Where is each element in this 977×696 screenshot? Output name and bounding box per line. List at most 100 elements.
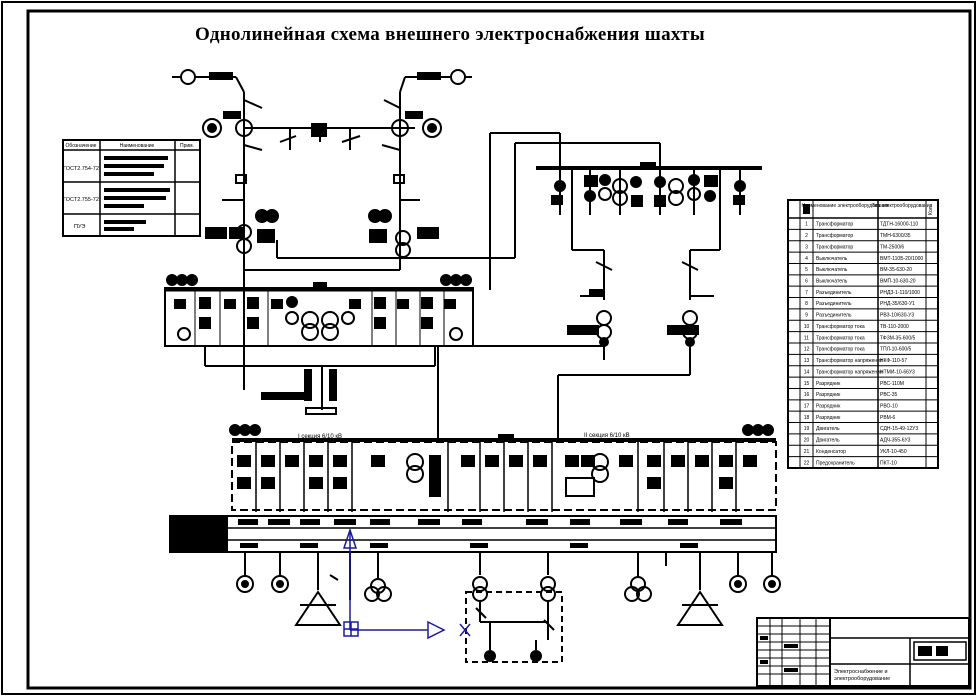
legend-header-code: Обозначение — [66, 143, 97, 149]
equipment-row-number: 15 — [804, 381, 810, 387]
equipment-row-type: ТПЛ-10-600/5 — [880, 347, 912, 353]
equipment-row-type: СДН-15-49-12У3 — [880, 426, 918, 432]
equipment-row-name: Выключатель — [816, 256, 848, 262]
equipment-row-type: ТМН-6300/35 — [880, 233, 911, 239]
bus-35kv — [536, 162, 762, 251]
equipment-row-name: Разрядник — [816, 392, 841, 398]
equipment-row-name: Выключатель — [816, 279, 848, 285]
equipment-row-type: АДЧ-355-6У3 — [880, 438, 911, 444]
cell-parameter-strip — [169, 515, 777, 553]
equipment-row-number: 3 — [805, 244, 808, 250]
equipment-row-number: 13 — [804, 358, 810, 364]
title-block: Электроснабжение и электрооборудование — [756, 617, 970, 687]
tie-110kv — [279, 123, 361, 150]
equipment-row-number: 20 — [804, 438, 810, 444]
equipment-row-name: Трансформатор напряжения — [816, 358, 883, 364]
equipment-row-name: Конденсатор — [816, 449, 846, 455]
right-110kv-branch — [243, 69, 472, 271]
equipment-row-number: 21 — [804, 449, 810, 455]
equipment-row-type: УКЛ-10-450 — [880, 449, 907, 455]
transformers-35kv — [437, 250, 714, 440]
equipment-row-name: Трансформатор — [816, 233, 853, 239]
equipment-row-name: Разрядник — [816, 404, 841, 410]
equipment-row-name: Предохранитель — [816, 460, 855, 466]
equipment-header-type: Тип электрооборудования — [872, 203, 933, 209]
aux-transformer — [261, 369, 337, 415]
equipment-row-number: 7 — [805, 290, 808, 296]
equipment-row-name: Двигатель — [816, 426, 840, 432]
equipment-row-number: 9 — [805, 313, 808, 319]
equipment-row-type: НТМИ-10-66У3 — [880, 369, 915, 375]
equipment-row-type: ТФЗМ-35-600/5 — [880, 335, 915, 341]
legend-code-3: ПУЭ — [74, 224, 85, 230]
equipment-table: Наименование электрооборудования Тип эле… — [787, 199, 939, 469]
drawing-frame — [26, 9, 972, 690]
equipment-row-name: Двигатель — [816, 438, 840, 444]
equipment-row-type: РНД-35/630-У1 — [880, 301, 915, 307]
equipment-row-name: Трансформатор тока — [816, 335, 865, 341]
equipment-row-name: Выключатель — [816, 267, 848, 273]
equipment-row-type: РВО-10 — [880, 404, 898, 410]
equipment-row-name: Разрядник — [816, 415, 841, 421]
equipment-row-type: ТМ-2500/6 — [880, 244, 904, 250]
equipment-row-type: РВЗ-10/630-У3 — [880, 313, 914, 319]
equipment-row-type: ПКТ-10 — [880, 460, 897, 466]
equipment-row-name: Трансформатор — [816, 222, 853, 228]
cad-ucs-icon — [342, 527, 471, 640]
equipment-row-number: 16 — [804, 392, 810, 398]
equipment-row-number: 14 — [804, 369, 810, 375]
equipment-row-number: 4 — [805, 256, 808, 262]
equipment-header-qty: Кол. — [928, 205, 934, 215]
equipment-row-name: Трансформатор — [816, 244, 853, 250]
legend-table: Обозначение Наименование Прим. ГОСТ2.754… — [62, 139, 201, 237]
equipment-row-type: РНДЗ-1-110/1000 — [880, 290, 920, 296]
equipment-row-name: Разрядник — [816, 381, 841, 387]
equipment-row-number: 10 — [804, 324, 810, 330]
equipment-row-number: 22 — [804, 460, 810, 466]
bus-section1-label: I секция 6/10 кВ — [298, 434, 342, 440]
equipment-row-name: Разъединитель — [816, 313, 852, 319]
legend-code-1: ГОСТ2.754-72 — [63, 166, 99, 172]
equipment-row-name: Разъединитель — [816, 290, 852, 296]
equipment-row-number: 8 — [805, 301, 808, 307]
equipment-row-number: 18 — [804, 415, 810, 421]
equipment-row-number: 19 — [804, 426, 810, 432]
switchgear-lower — [229, 424, 777, 512]
legend-code-2: ГОСТ2.755-72 — [63, 197, 99, 203]
equipment-row-type: НКФ-110-57 — [880, 358, 907, 364]
equipment-row-type: ВМТ-110Б-20/1000 — [880, 256, 923, 262]
cells-section1 — [237, 453, 441, 497]
equipment-row-name: Разъединитель — [816, 301, 852, 307]
page-title: Однолинейная схема внешнего электроснабж… — [195, 24, 705, 45]
equipment-row-number: 5 — [805, 267, 808, 273]
equipment-row-type: РВС-35 — [880, 392, 898, 398]
bus-section2-label: II секция 6/10 кВ — [584, 433, 630, 439]
equipment-row-type: РВС-110М — [880, 381, 904, 387]
equipment-row-type: ВМ-35-630-20 — [880, 267, 912, 273]
legend-header-note: Прим. — [180, 143, 194, 149]
equipment-row-number: 17 — [804, 404, 810, 410]
equipment-row-number: 2 — [805, 233, 808, 239]
equipment-row-number: 11 — [804, 335, 809, 341]
equipment-row-number: 6 — [805, 279, 808, 285]
equipment-row-name: Трансформатор тока — [816, 324, 865, 330]
equipment-row-type: ВМП-10-630-20 — [880, 279, 916, 285]
link-to-35kv — [276, 132, 661, 290]
equipment-row-type: РВМ-6 — [880, 415, 896, 421]
legend-header-name: Наименование — [120, 143, 155, 149]
left-110kv-branch — [172, 69, 415, 390]
equipment-row-number: 12 — [804, 347, 810, 353]
equipment-row-type: ТДТН-16000-110 — [880, 222, 918, 228]
equipment-row-name: Трансформатор тока — [816, 347, 865, 353]
equipment-header-name: Наименование электрооборудования — [801, 203, 888, 209]
equipment-row-type: ТВ-110-2000 — [880, 324, 909, 330]
equipment-row-name: Трансформатор напряжения — [816, 369, 883, 375]
stamp-doc-title: Электроснабжение и электрооборудование — [834, 669, 890, 682]
outgoing-feeders — [236, 552, 781, 663]
switchgear-middle — [164, 274, 474, 410]
cells-section2 — [461, 453, 757, 497]
equipment-row-number: 1 — [805, 222, 808, 228]
